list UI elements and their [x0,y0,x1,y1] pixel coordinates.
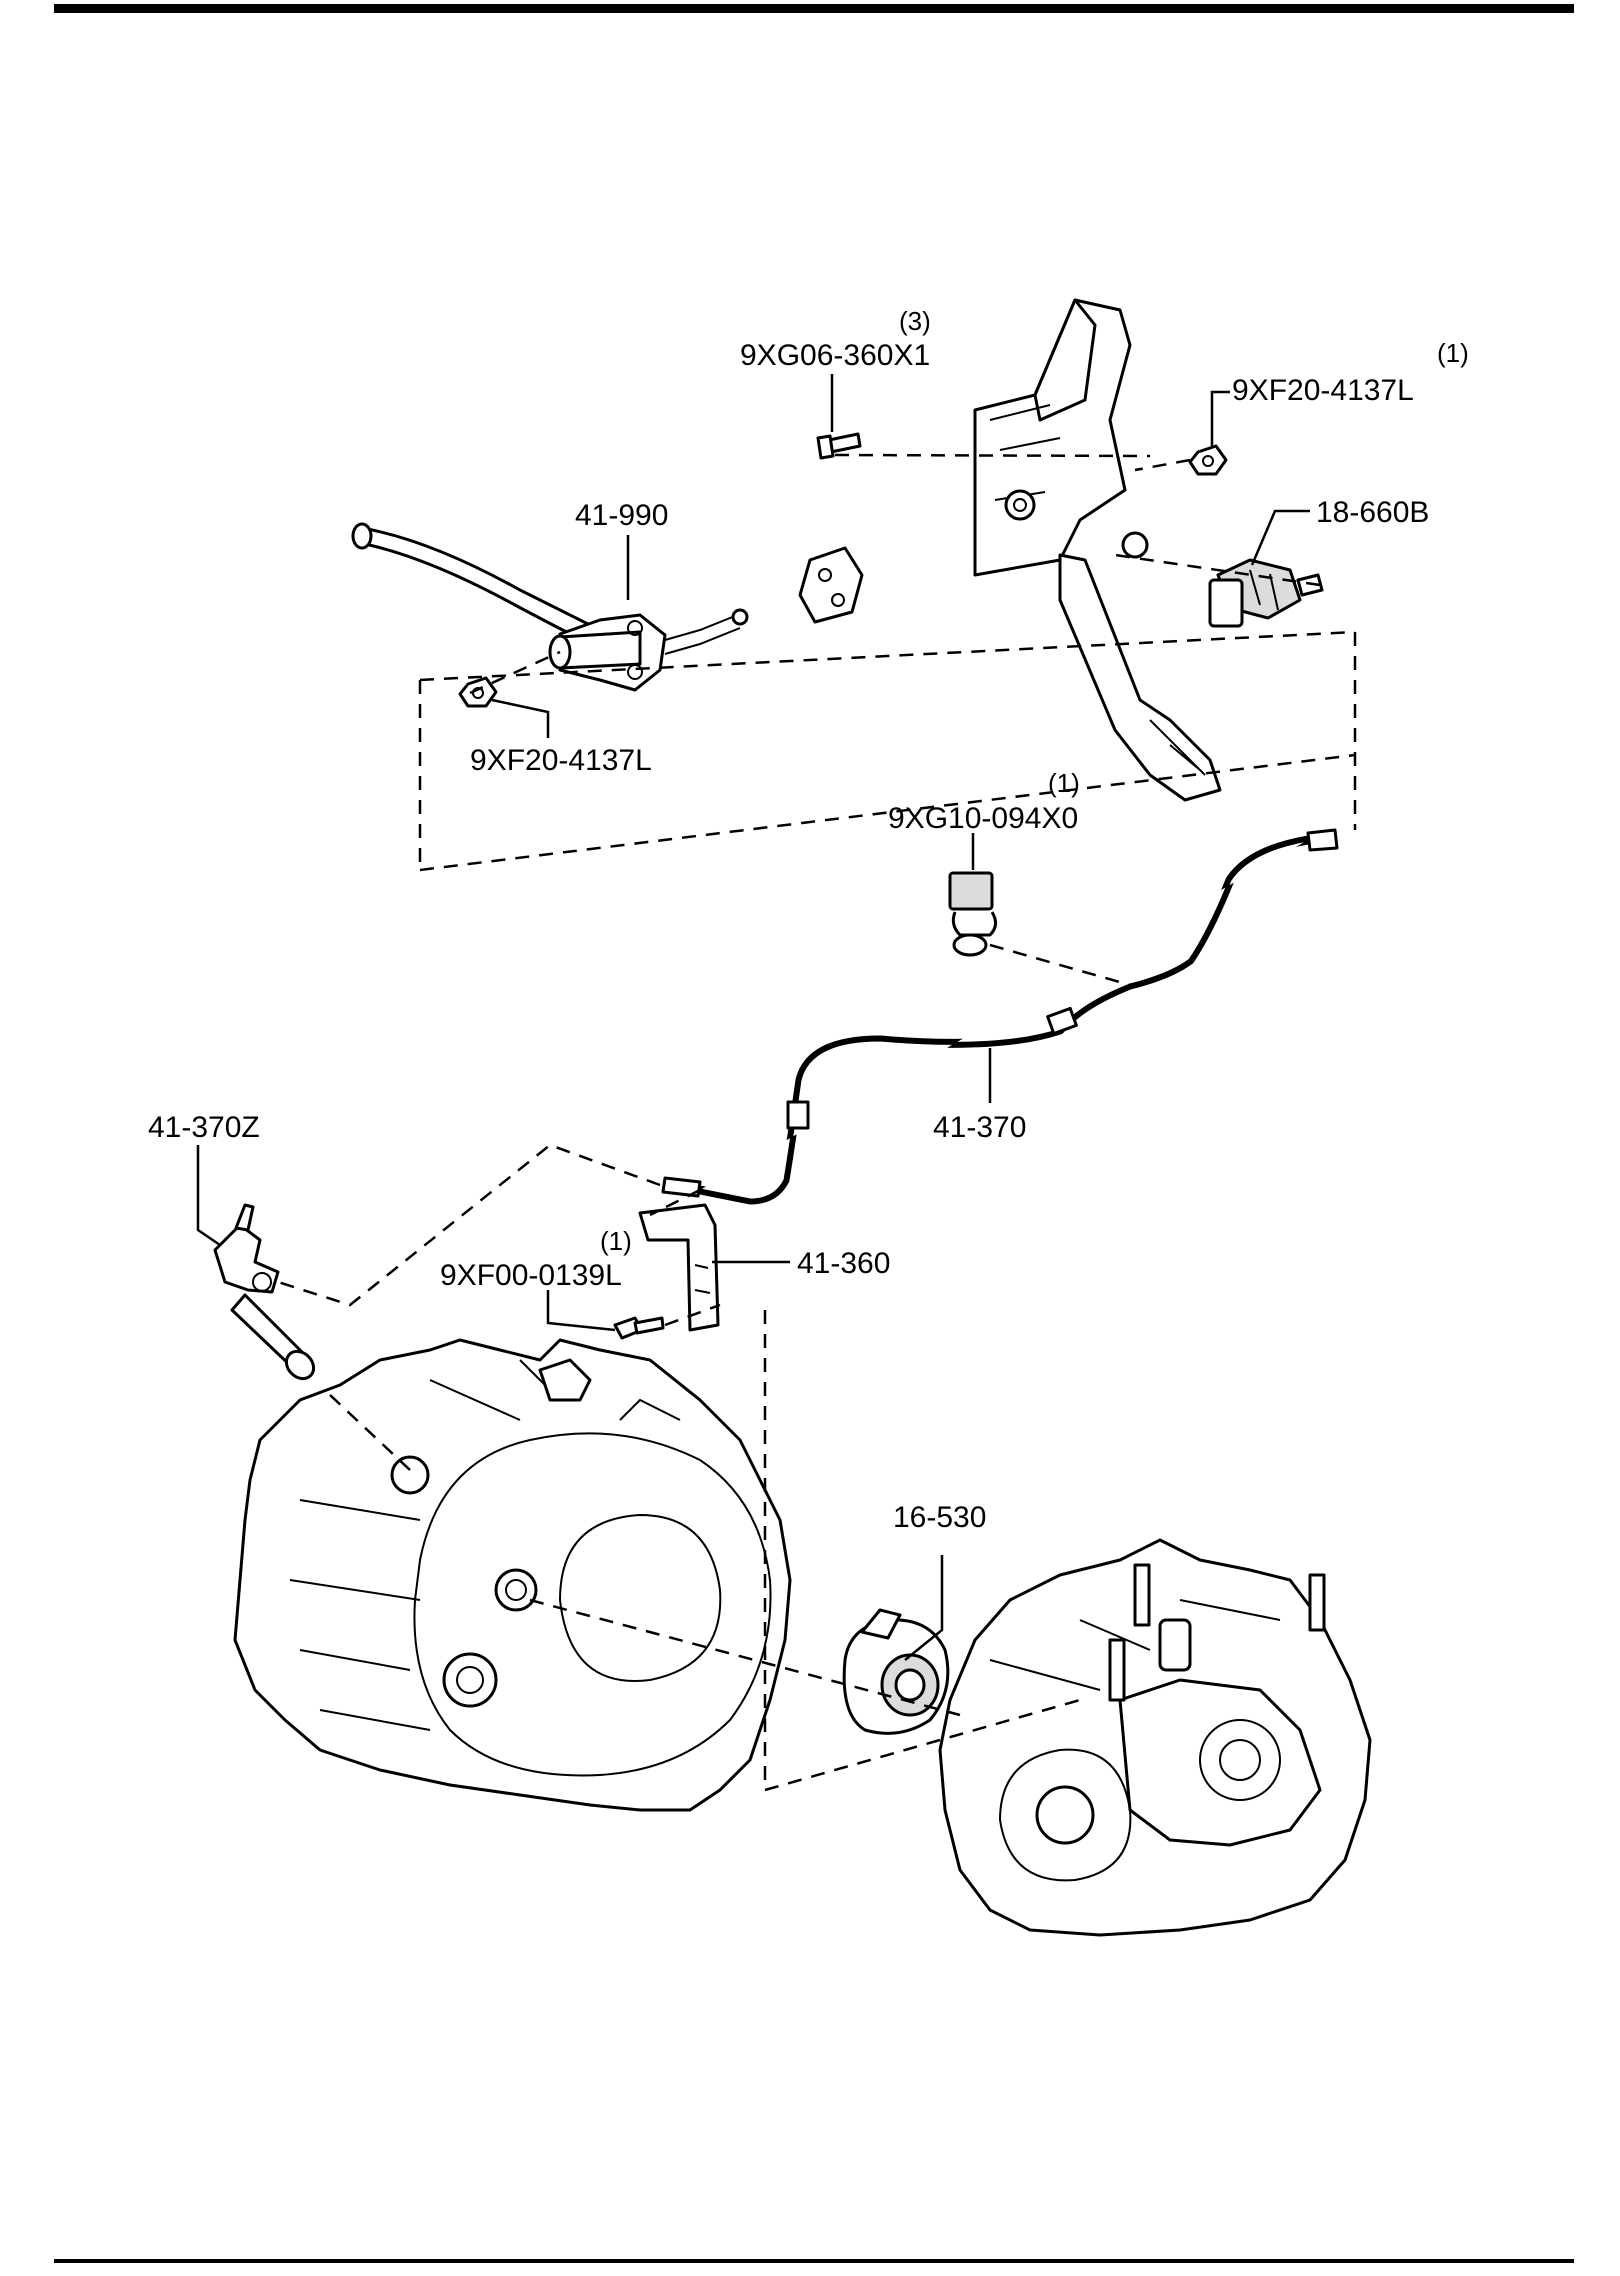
release-cylinder-label: 16-530 [893,1501,986,1534]
bracket-bolt-qty: (1) [600,1226,632,1256]
leader-pedal-nut [1210,390,1230,446]
leader-bracket-bolt [546,1290,616,1332]
transaxle-case[interactable] [233,1338,792,1812]
pedal-nut[interactable] [1188,444,1228,476]
release-cylinder[interactable] [842,1608,950,1735]
hose-fitting[interactable] [213,1203,319,1384]
pedal-bolt-label: 9XG06-360X1 [740,339,930,372]
pedal-bolt[interactable] [816,432,862,460]
pipe-clip[interactable] [948,871,997,957]
top-rule [54,4,1574,13]
master-cylinder[interactable] [351,522,749,692]
pedal-spacer-plate[interactable] [798,546,864,624]
transaxle[interactable] [938,1538,1372,1937]
pipe-clip-label: 9XG10-094X0 [888,802,1078,835]
bracket-label: 41-360 [797,1247,890,1280]
leader-lines [196,374,1310,1661]
master-cylinder-nut-label: 9XF20-4137L [470,744,652,777]
clutch-switch[interactable] [1208,558,1324,628]
pipe-clip-qty: (1) [1048,768,1080,798]
hose-fitting-label: 41-370Z [148,1111,260,1144]
bracket-bolt[interactable] [613,1316,665,1340]
clutch-pipe[interactable] [661,828,1339,1205]
clutch-switch-label: 18-660B [1316,496,1429,529]
master-cylinder-label: 41-990 [575,499,668,532]
pedal-nut-qty: (1) [1437,338,1469,368]
leader-release-cylinder [904,1555,944,1661]
bracket-bolt-label: 9XF00-0139L [440,1259,622,1292]
clutch-pipe-label: 41-370 [933,1111,1026,1144]
alignment-lines [277,453,1357,1792]
leader-clutch-switch [1250,509,1310,566]
clutch-pedal-assembly[interactable] [973,298,1222,802]
bracket[interactable] [638,1203,720,1332]
labels: (3) 9XG06-360X1 (1) 9XF20-4137L 18-660B … [148,306,1469,1534]
master-cylinder-nut[interactable] [458,676,498,708]
pedal-nut-label: 9XF20-4137L [1232,374,1414,407]
leader-hose-fitting [196,1145,221,1247]
bottom-rule [54,2259,1574,2263]
leader-master-cylinder-nut [491,698,550,738]
pedal-bolt-qty: (3) [899,306,931,336]
